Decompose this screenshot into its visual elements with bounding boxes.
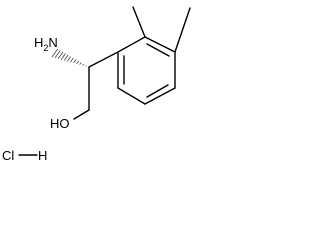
structure-diagram: H2N HO Cl H	[2, 6, 191, 163]
salt-hydrogen-label: H	[38, 148, 47, 163]
ring-bond-2	[144, 36, 176, 53]
stereo-hashed-wedge	[51, 48, 89, 67]
methyl-bond-2	[174, 7, 191, 53]
ring-bond-1	[117, 36, 146, 53]
amine-hydrogen: H	[34, 35, 43, 50]
amine-label: H2N	[34, 35, 58, 53]
salt-chlorine-label: Cl	[2, 148, 14, 163]
amine-nitrogen: N	[48, 35, 57, 50]
hydroxyl-label: HO	[50, 116, 70, 131]
ring-double-bond-1	[146, 43, 170, 57]
ring-double-bond-2	[146, 84, 169, 98]
bond-chiral-ring	[88, 51, 119, 68]
bond-ch2-oh	[73, 109, 90, 120]
amine-subscript: 2	[43, 43, 48, 53]
ring-bond-4	[144, 87, 176, 105]
methyl-bond-1	[132, 6, 146, 38]
ring-bond-5	[117, 87, 146, 105]
